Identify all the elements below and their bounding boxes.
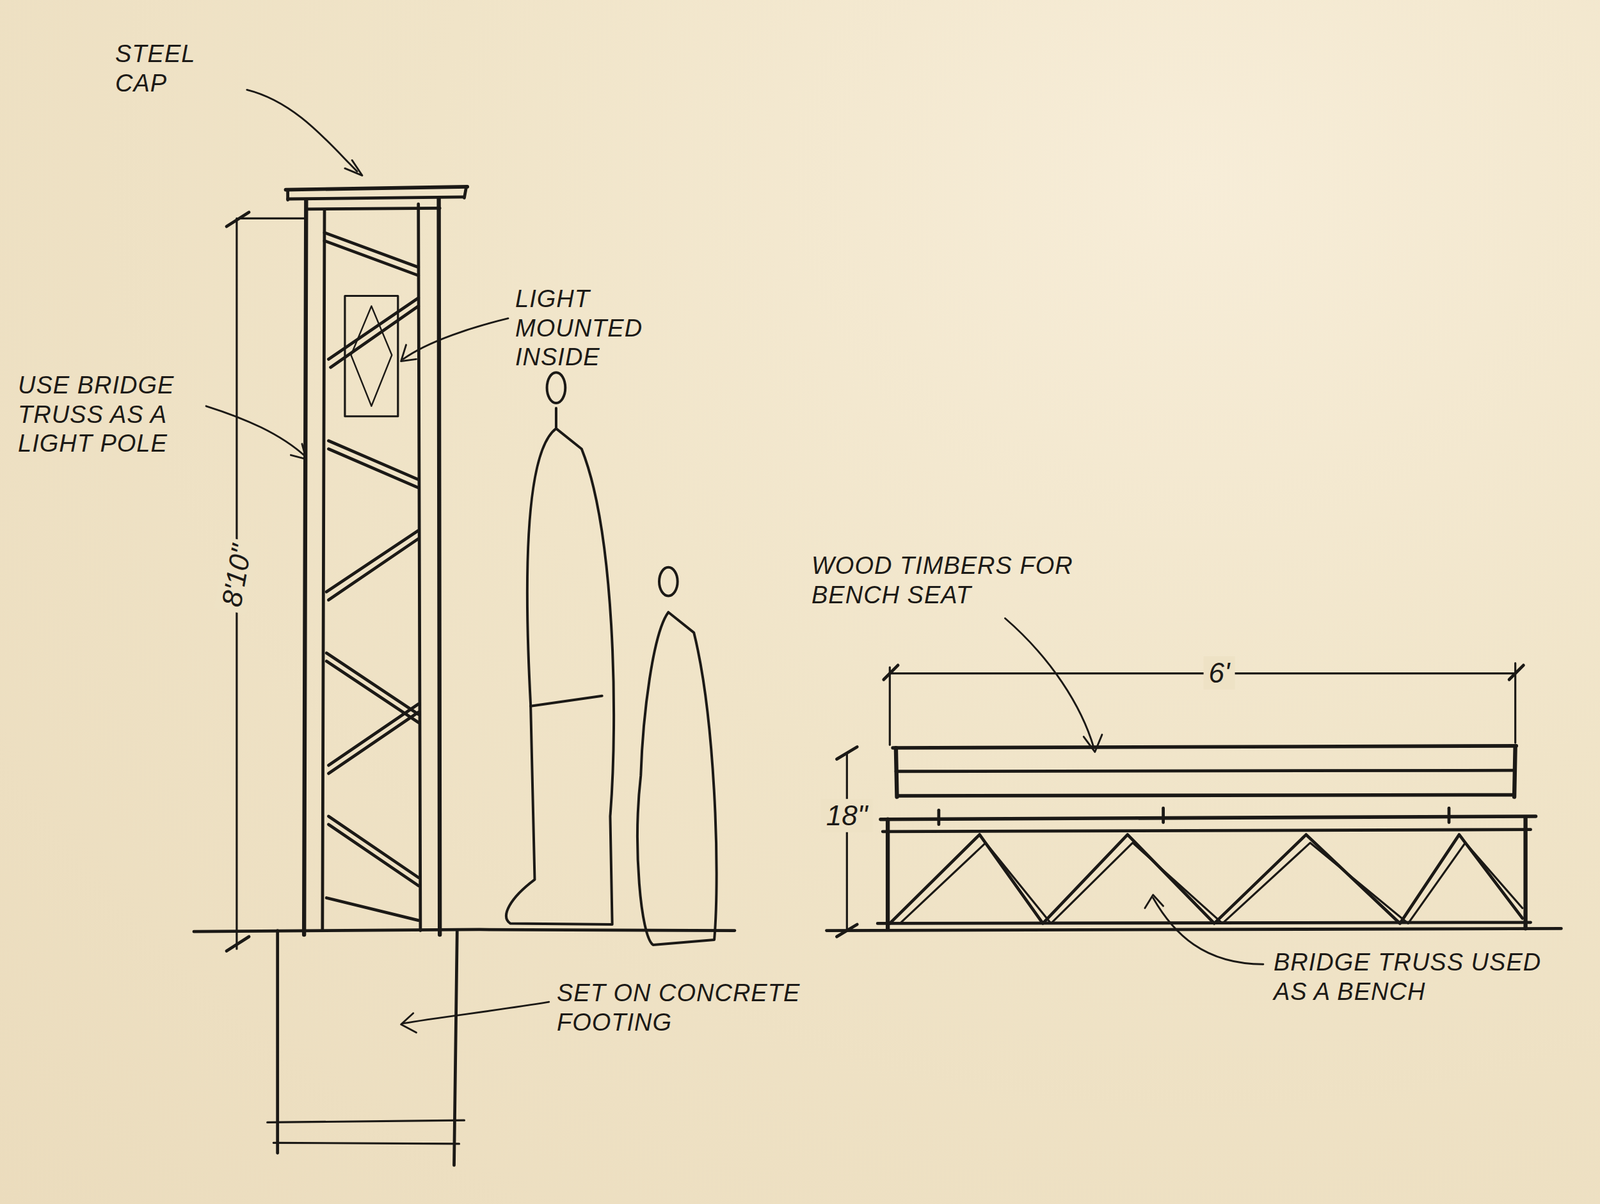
truss-light-pole [285, 186, 468, 936]
dimension-label: 8'10" [213, 537, 260, 616]
callout-label: USE BRIDGE TRUSS AS A LIGHT POLE [17, 371, 223, 459]
dimension-label: 18" [821, 799, 873, 833]
leader-lines [206, 89, 1264, 1033]
bench-dimensions [836, 663, 1524, 937]
truss-bench [826, 746, 1561, 932]
callout-label: SET ON CONCRETE FOOTING [556, 979, 890, 1038]
callout-label: BRIDGE TRUSS USED AS A BENCH [1273, 948, 1556, 1007]
human-figures [506, 372, 717, 946]
ground-and-footing [193, 929, 735, 1166]
callout-label: WOOD TIMBERS FOR BENCH SEAT [811, 551, 1119, 610]
dimension-label: 6' [1203, 656, 1236, 690]
callout-label: STEEL CAP [115, 39, 224, 98]
callout-label: LIGHT MOUNTED INSIDE [515, 284, 682, 373]
